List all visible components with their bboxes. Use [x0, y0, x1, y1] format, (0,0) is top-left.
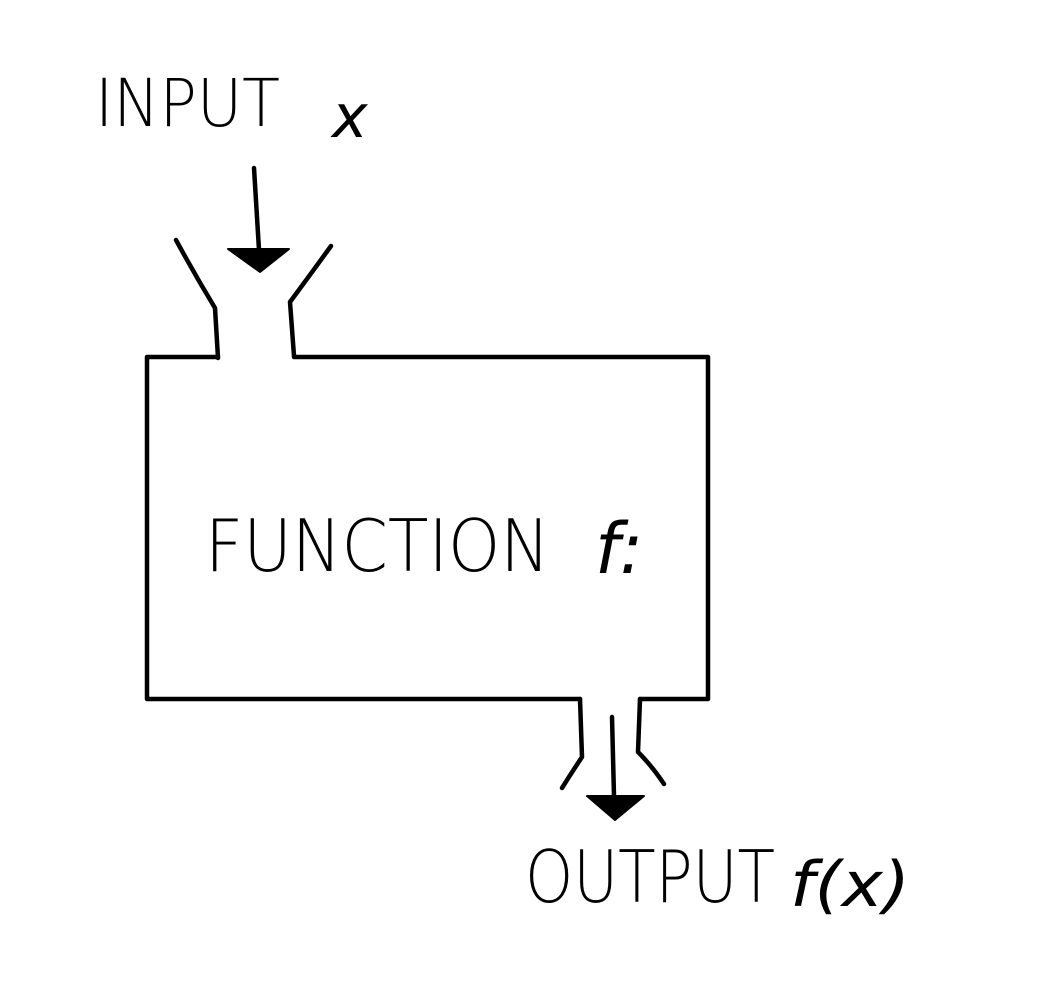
input-funnel-left [173, 237, 221, 361]
input-label: INPUT [95, 65, 280, 142]
function-box [144, 354, 711, 702]
output-label: OUTPUT [525, 835, 775, 919]
output-funnel-left [559, 696, 585, 791]
input-arrow-head [227, 248, 290, 273]
output-funnel-right [635, 696, 667, 787]
output-expression: f(x) [790, 848, 910, 921]
function-label: FUNCTION [205, 504, 550, 588]
input-funnel-right [287, 243, 334, 359]
output-arrow-head [586, 795, 645, 821]
input-variable: x [330, 82, 368, 152]
input-arrow-shaft [251, 165, 262, 253]
output-arrow-shaft [609, 714, 617, 799]
function-name: f: [595, 508, 643, 590]
